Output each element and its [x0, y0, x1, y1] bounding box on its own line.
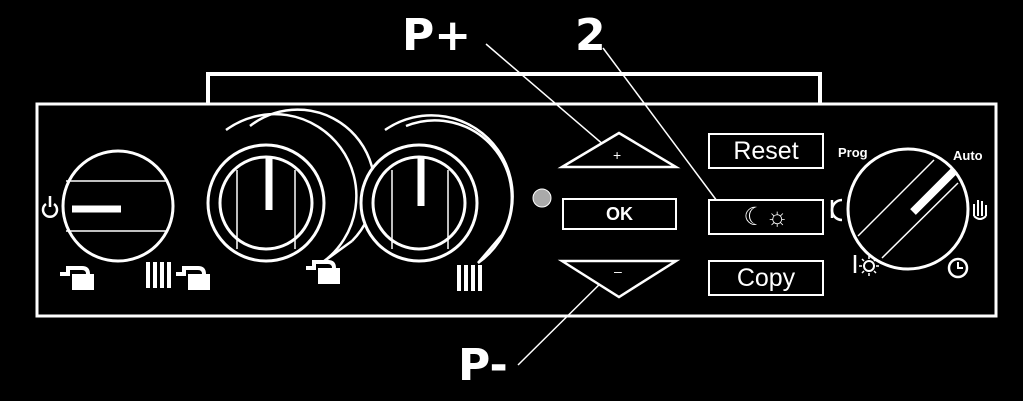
copy-button-label: Copy [736, 263, 796, 292]
copy-button[interactable]: Copy [708, 260, 824, 296]
reset-button[interactable]: Reset [708, 133, 824, 169]
up-button[interactable] [557, 131, 681, 169]
dial-label-prog: Prog [838, 145, 868, 160]
panel-outline [35, 102, 998, 318]
callout-two: 2 [575, 10, 606, 61]
top-bracket [206, 72, 822, 103]
power-icon [41, 196, 59, 218]
mode-dial[interactable] [846, 147, 970, 271]
sun-icon [853, 255, 879, 276]
ok-button-label: OK [606, 203, 633, 224]
down-button-symbol: – [614, 263, 622, 279]
dial-label-auto: Auto [953, 148, 983, 163]
down-button[interactable] [557, 259, 681, 299]
tap-icon [60, 266, 94, 290]
knob-2[interactable] [206, 108, 376, 264]
two-leader [602, 47, 721, 206]
callout-p-minus: P- [458, 340, 508, 391]
radiator-tap-icon [146, 262, 210, 290]
p-minus-leader [517, 271, 613, 366]
knob-3[interactable] [359, 114, 514, 265]
clock-icon [947, 257, 969, 279]
radiator-icon [457, 265, 482, 291]
tap-icon-2 [306, 260, 340, 284]
p-plus-leader [485, 43, 613, 153]
up-button-symbol: + [613, 147, 622, 163]
status-led [532, 188, 552, 208]
hand-icon [973, 200, 987, 220]
callout-p-plus: P+ [402, 10, 472, 61]
moon-icon [830, 198, 843, 222]
ok-button[interactable]: OK [562, 198, 677, 230]
knob-1[interactable] [61, 149, 175, 263]
day-night-button[interactable]: ☾☼ [708, 199, 824, 235]
moon-sun-icon: ☾☼ [743, 202, 789, 231]
reset-button-label: Reset [733, 136, 799, 165]
